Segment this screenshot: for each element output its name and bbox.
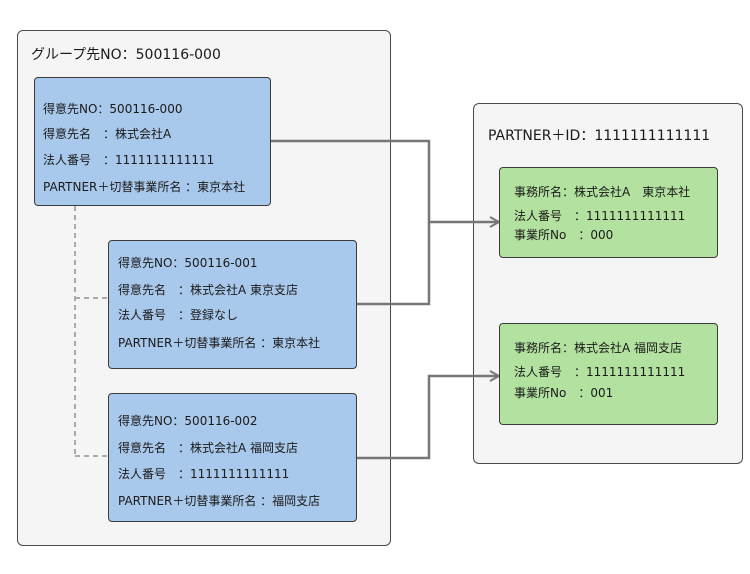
- office-name: 事務所名：株式会社A 東京本社: [514, 185, 691, 199]
- customer-name: 得意先名 ：株式会社A: [43, 127, 172, 141]
- connector-customer-3-to-office-2: [357, 376, 499, 460]
- corporate-number: 法人番号 ：登録なし: [118, 308, 239, 322]
- customer-name: 得意先名 ：株式会社A 東京支店: [118, 283, 299, 297]
- office-no: 事業所No ：001: [514, 386, 614, 400]
- partner-office-name: PARTNER＋切替事業所名 ：東京本社: [118, 336, 321, 350]
- partner-title: PARTNER＋ID：1111111111111: [488, 128, 711, 144]
- customer-no: 得意先NO：500116-000: [43, 102, 183, 116]
- corporate-number: 法人番号 ：1111111111111: [514, 365, 686, 379]
- office-card-fukuoka-branch: 事務所名：株式会社A 福岡支店 法人番号 ：1111111111111 事業所N…: [499, 323, 718, 425]
- customer-card-500116-001: 得意先NO：500116-001 得意先名 ：株式会社A 東京支店 法人番号 ：…: [108, 240, 357, 369]
- customer-card-500116-002: 得意先NO：500116-002 得意先名 ：株式会社A 福岡支店 法人番号 ：…: [108, 393, 357, 522]
- corporate-number: 法人番号 ：1111111111111: [118, 467, 290, 481]
- customer-group-title: グループ先NO：500116-000: [31, 47, 221, 63]
- office-card-tokyo-head: 事務所名：株式会社A 東京本社 法人番号 ：1111111111111 事業所N…: [499, 167, 718, 258]
- office-name: 事務所名：株式会社A 福岡支店: [514, 341, 683, 355]
- corporate-number: 法人番号 ：1111111111111: [514, 209, 686, 223]
- office-no: 事業所No ：000: [514, 228, 614, 242]
- partner-office-name: PARTNER＋切替事業所名 ：福岡支店: [118, 494, 321, 508]
- connector-customer-2-to-office-1: [357, 222, 431, 306]
- customer-no: 得意先NO：500116-002: [118, 414, 258, 428]
- customer-card-500116-000: 得意先NO：500116-000 得意先名 ：株式会社A 法人番号 ：11111…: [34, 77, 271, 206]
- customer-no: 得意先NO：500116-001: [118, 256, 258, 270]
- customer-name: 得意先名 ：株式会社A 福岡支店: [118, 441, 299, 455]
- partner-office-name: PARTNER＋切替事業所名 ：東京本社: [43, 180, 246, 194]
- connector-customer-1-to-office-1: [271, 139, 499, 222]
- corporate-number: 法人番号 ：1111111111111: [43, 153, 215, 167]
